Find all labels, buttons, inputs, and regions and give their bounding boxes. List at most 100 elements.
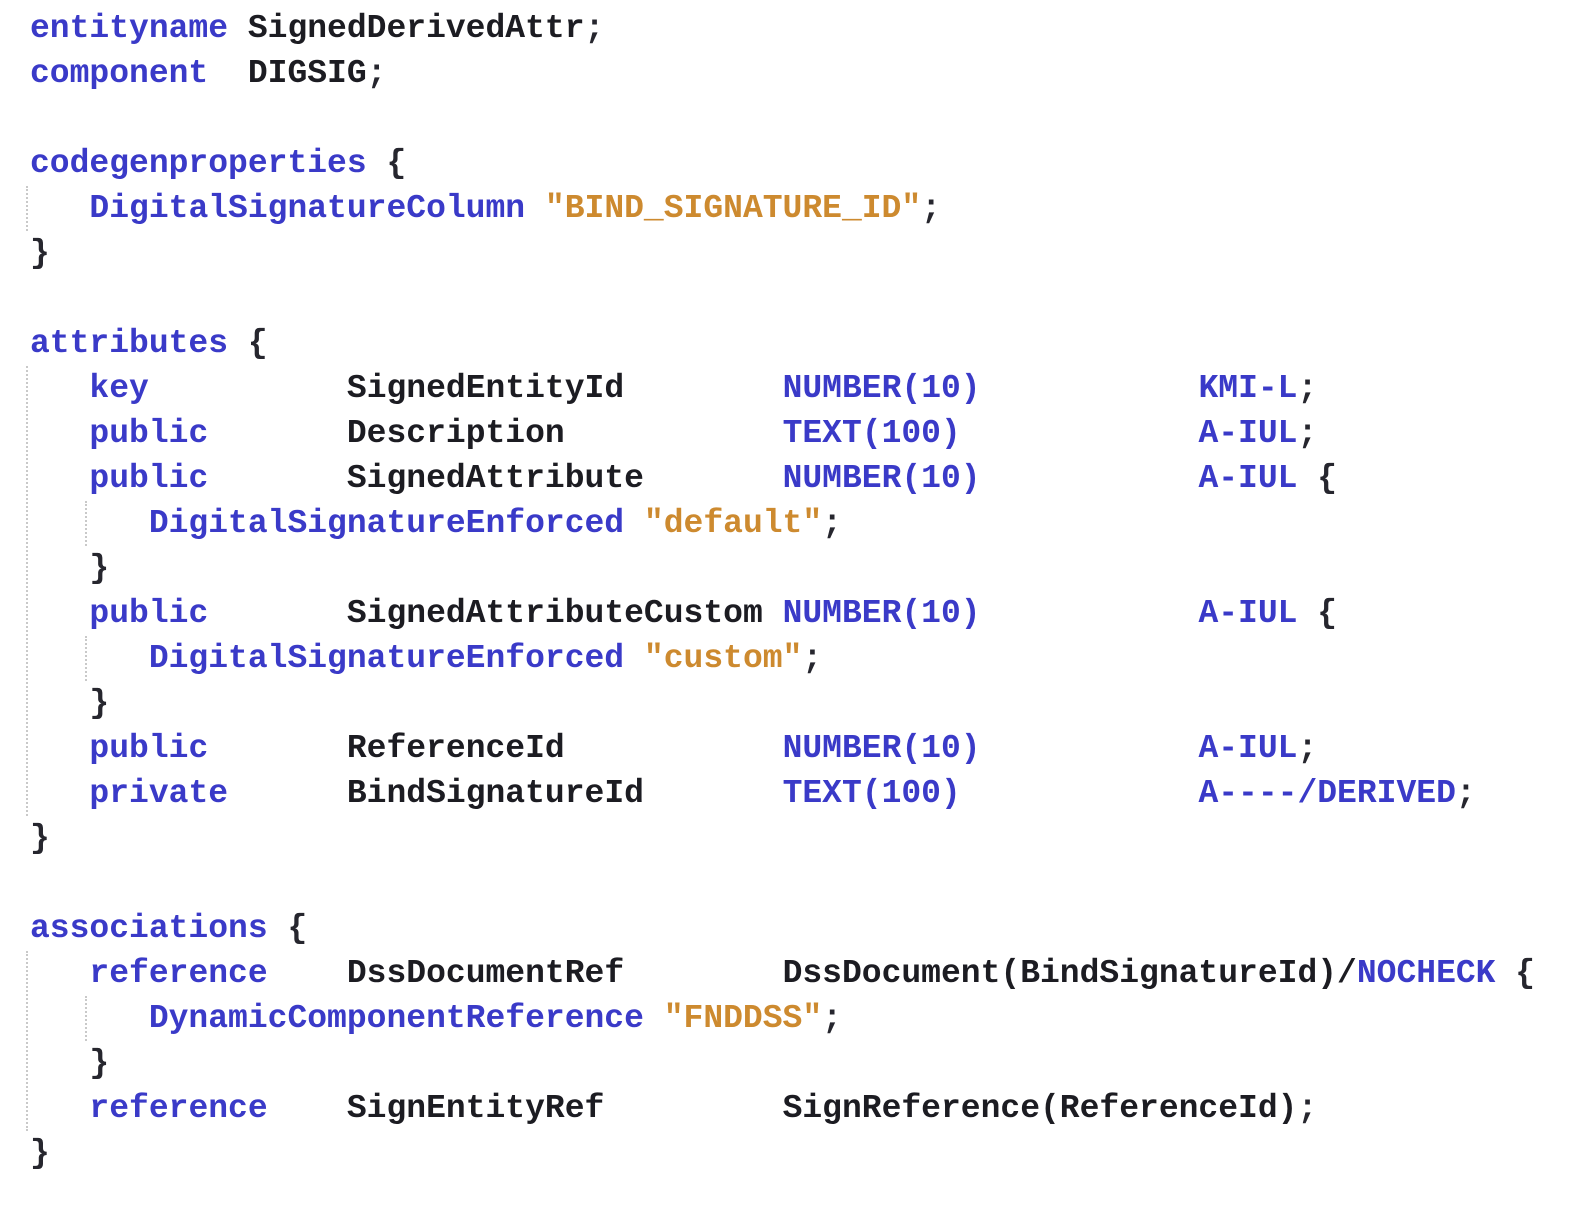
token-keyword: public xyxy=(89,595,209,632)
token-plain xyxy=(228,775,347,812)
token-punct: ; xyxy=(1297,370,1318,407)
token-type: TEXT(100) xyxy=(782,775,961,812)
token-identifier: SignedAttribute xyxy=(346,460,644,497)
token-plain xyxy=(30,955,89,992)
code-line: DigitalSignatureEnforced "custom"; xyxy=(30,636,1570,681)
token-plain xyxy=(961,775,1199,812)
code-line: public ReferenceId NUMBER(10) A-IUL; xyxy=(30,726,1570,771)
token-plain xyxy=(644,460,783,497)
token-keyword: key xyxy=(89,370,149,407)
code-line xyxy=(30,96,1570,141)
token-plain xyxy=(208,595,347,632)
token-punct: { xyxy=(1317,595,1338,632)
token-punct: ; xyxy=(1455,775,1476,812)
token-punct: ; xyxy=(1297,415,1318,452)
token-identifier: SignReference(ReferenceId) xyxy=(782,1090,1298,1127)
token-keyword: component xyxy=(30,55,248,92)
token-identifier: DssDocument(BindSignatureId)/ xyxy=(782,955,1357,992)
code-line: DigitalSignatureColumn "BIND_SIGNATURE_I… xyxy=(30,186,1570,231)
code-line: DynamicComponentReference "FNDDSS"; xyxy=(30,996,1570,1041)
token-punct: ; xyxy=(1297,1090,1318,1127)
token-plain xyxy=(1297,595,1317,632)
token-plain xyxy=(268,1090,347,1127)
code-line xyxy=(30,861,1570,906)
token-plain xyxy=(644,775,783,812)
token-keyword: reference xyxy=(89,955,268,992)
token-keyword: reference xyxy=(89,1090,268,1127)
token-plain xyxy=(208,415,347,452)
token-identifier: SignedEntityId xyxy=(346,370,625,407)
token-plain xyxy=(30,505,149,542)
token-identifier: DIGSIG xyxy=(247,55,367,92)
token-type: A-IUL xyxy=(1198,415,1298,452)
token-keyword: public xyxy=(89,460,209,497)
code-line: } xyxy=(30,546,1570,591)
code-line: } xyxy=(30,816,1570,861)
token-type: A-IUL xyxy=(1198,730,1298,767)
token-string: "custom" xyxy=(643,640,803,677)
token-plain xyxy=(149,370,347,407)
token-identifier: ReferenceId xyxy=(346,730,565,767)
token-punct: } xyxy=(89,550,110,587)
token-plain xyxy=(763,595,783,632)
code-line: component DIGSIG; xyxy=(30,51,1570,96)
token-type: KMI-L xyxy=(1198,370,1298,407)
token-plain xyxy=(565,730,783,767)
code-line: reference SignEntityRef SignReference(Re… xyxy=(30,1086,1570,1131)
token-punct: } xyxy=(89,1045,110,1082)
token-keyword: DigitalSignatureEnforced xyxy=(148,640,644,677)
token-plain xyxy=(30,550,89,587)
token-plain xyxy=(30,370,89,407)
code-line: } xyxy=(30,231,1570,276)
token-type: NOCHECK xyxy=(1356,955,1496,992)
code-line: entityname SignedDerivedAttr; xyxy=(30,6,1570,51)
token-punct: } xyxy=(89,685,110,722)
token-keyword: DynamicComponentReference xyxy=(148,1000,664,1037)
token-keyword: public xyxy=(89,730,209,767)
token-type: NUMBER(10) xyxy=(782,370,981,407)
token-identifier: BindSignatureId xyxy=(346,775,644,812)
token-plain xyxy=(30,1045,89,1082)
token-plain xyxy=(268,955,347,992)
token-plain xyxy=(565,415,783,452)
token-plain xyxy=(981,460,1199,497)
token-string: "default" xyxy=(643,505,823,542)
token-plain xyxy=(981,370,1199,407)
token-punct: ; xyxy=(822,1000,842,1037)
code-line: DigitalSignatureEnforced "default"; xyxy=(30,501,1570,546)
code-line: public Description TEXT(100) A-IUL; xyxy=(30,411,1570,456)
code-line: public SignedAttributeCustom NUMBER(10) … xyxy=(30,591,1570,636)
token-plain xyxy=(208,730,347,767)
token-type: NUMBER(10) xyxy=(782,595,981,632)
code-line: attributes { xyxy=(30,321,1570,366)
token-punct: { xyxy=(287,910,308,947)
token-punct: ; xyxy=(1297,730,1318,767)
token-punct: { xyxy=(247,325,268,362)
token-identifier: SignedDerivedAttr xyxy=(247,10,585,47)
token-type: A----/DERIVED xyxy=(1198,775,1456,812)
token-keyword: public xyxy=(89,415,209,452)
token-keyword: entityname xyxy=(30,10,248,47)
token-type: NUMBER(10) xyxy=(782,460,981,497)
token-punct: ; xyxy=(584,10,605,47)
token-plain xyxy=(604,1090,782,1127)
token-plain xyxy=(30,730,89,767)
code-line: reference DssDocumentRef DssDocument(Bin… xyxy=(30,951,1570,996)
token-punct: } xyxy=(30,820,50,857)
code-line: key SignedEntityId NUMBER(10) KMI-L; xyxy=(30,366,1570,411)
token-type: NUMBER(10) xyxy=(782,730,981,767)
token-plain xyxy=(981,595,1199,632)
token-string: "FNDDSS" xyxy=(663,1000,823,1037)
token-punct: } xyxy=(30,235,50,272)
code-line: } xyxy=(30,1041,1570,1086)
code-line: } xyxy=(30,1131,1570,1176)
token-keyword: associations xyxy=(30,910,288,947)
token-plain xyxy=(30,775,89,812)
token-punct: } xyxy=(30,1135,50,1172)
token-plain xyxy=(30,1090,89,1127)
code-line: public SignedAttribute NUMBER(10) A-IUL … xyxy=(30,456,1570,501)
token-string: "BIND_SIGNATURE_ID" xyxy=(544,190,922,227)
token-type: A-IUL xyxy=(1198,595,1298,632)
